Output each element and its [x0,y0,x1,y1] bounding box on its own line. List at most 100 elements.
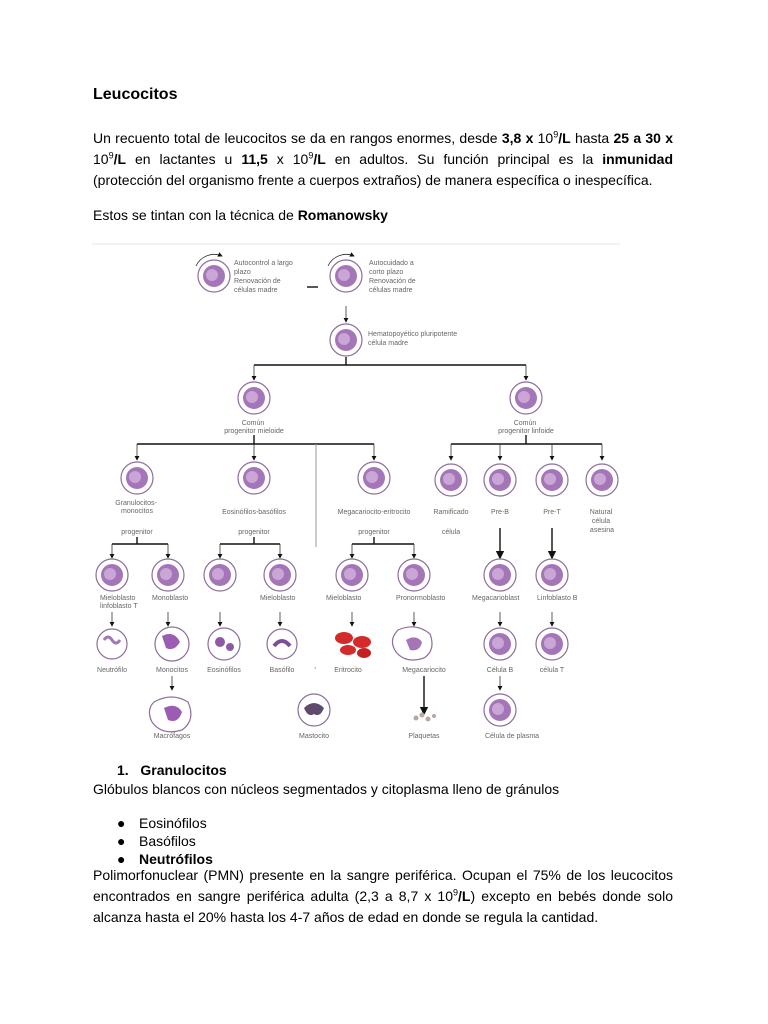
myeloblast-label: Mieloblasto [260,595,296,602]
nk-cell [585,463,619,497]
lymphoblast-b-cell [535,558,569,592]
superscript: 9 [308,150,314,161]
nk-label: Natural célula asesina [590,509,615,534]
pre-b-cell [483,463,517,497]
dendritic-cell [434,463,468,497]
neutrophil-cell [96,628,128,660]
mast-cell-label: Mastocito [299,733,329,740]
megakaryoblast-cell [483,558,517,592]
superscript: 9 [553,129,559,140]
apostrophe-mark: , [314,661,316,670]
b-cell [483,627,517,661]
gm-label: Granulocitos- monocitos [115,500,159,515]
eosinophils-label: Eosinófilos [207,667,241,674]
bold-run: 11,5 [241,151,268,167]
progenitor-label: progenitor [358,529,390,536]
platelets-cells [413,712,436,722]
myeloid-progenitor-cell [237,381,271,415]
megakaryocyte-label: Megacariocito [402,667,446,674]
list-item: ● Neutrófilos [93,850,213,868]
erythrocyte-label: Eritrocito [334,667,362,674]
lymphoid-progenitor-cell [509,381,543,415]
bold-run: /L [458,888,471,904]
macrophage-cell [148,696,192,733]
t-cell [535,627,569,661]
lymphoblast-b-label: Linfoblasto B [537,595,578,602]
list-item: ● Eosinófilos [93,814,213,832]
superscript: 9 [453,887,459,898]
myeloblast-me-cell [335,558,369,592]
bold-run: /L [313,151,326,167]
text-run: Polimorfonuclear (PMN) presente en la sa… [93,867,673,904]
myeloblast-eb2-cell [263,558,297,592]
text-run: (protección del organismo frente a cuerp… [93,172,653,188]
pre-b-label: Pre-B [491,509,509,516]
bullet-icon: ● [117,815,126,831]
text-run: 10 [93,151,109,167]
ramificado-label: Ramificado [433,509,468,516]
basophil-label: Basófilo [270,667,295,674]
hsc-short-term-cell [329,259,363,293]
granulocyte-list: ● Eosinófilos ● Basófilos ● Neutrófilos [93,814,213,868]
erythrocyte-cells [335,632,371,658]
text-run: x 10 [267,151,309,167]
hsc-long-term-cell [197,259,231,293]
text-run: hasta [570,130,614,146]
megakaryocyte-cell [391,626,433,661]
superscript: 9 [108,150,114,161]
section-title: Granulocitos [140,762,227,778]
celula-label: célula [442,529,460,536]
list-item-label: Basófilos [139,833,196,849]
bold-run: 25 a 30 x [613,130,674,146]
text-run: ) excepto en bebés donde solo alcanza ha… [93,888,673,925]
me-progenitor-cell [357,461,391,495]
platelets-label: Plaquetas [408,733,440,740]
myeloblast-label: Mieloblasto [326,595,362,602]
intro-paragraph: Un recuento total de leucocitos se da en… [93,128,673,191]
hematopoiesis-diagram: Autocontrol a largo plazo Renovación de … [92,243,620,740]
bullet-icon: ● [117,851,126,867]
myeloid-label: Común progenitor mieloide [224,420,284,435]
t-cell-label: célula T [540,667,565,674]
pronormoblast-cell [397,558,431,592]
granulocytes-description: Glóbulos blancos con núcleos segmentados… [93,781,560,797]
myeloblast-cell [95,558,129,592]
monoblast-label: Monoblasto [152,595,188,602]
bold-run: /L [113,151,127,167]
myeloblast-label: Mieloblasto linfoblasto T [100,595,138,610]
b-cell-label: Célula B [487,667,514,674]
text-run: Estos se tintan con la técnica de [93,207,298,223]
basophil-cell [266,628,298,660]
pre-t-label: Pre-T [543,509,561,516]
top-right-label: Autocuidado a corto plazo Renovación de … [369,260,418,294]
list-number: 1. [117,762,129,778]
mast-cell [297,693,331,727]
bold-run: inmunidad [602,151,673,167]
list-item-label: Neutrófilos [139,851,213,867]
neutrophil-label: Neutrófilo [97,667,127,674]
eb-label: Eosinófilos-basófilos [222,509,286,516]
text-run: Un recuento total de leucocitos se da en… [93,130,502,146]
macrophages-label: Macrófagos [154,733,191,740]
bullet-icon: ● [117,833,126,849]
page-title: Leucocitos [93,86,178,103]
pluripotent-stem-cell [329,323,363,357]
stain-paragraph: Estos se tintan con la técnica de Romano… [93,205,673,226]
text-run: 10 [533,130,554,146]
gm-progenitor-cell [120,461,154,495]
text-run: en lactantes u [126,151,242,167]
plasma-cell-label: Célula de plasma [485,733,539,740]
pmn-paragraph: Polimorfonuclear (PMN) presente en la sa… [93,865,673,928]
list-item-label: Eosinófilos [139,815,207,831]
bold-run: /L [558,130,571,146]
lymphoid-label: Común progenitor linfoide [498,420,554,435]
list-item: ● Basófilos [93,832,213,850]
progenitor-label: progenitor [238,529,270,536]
plasma-cell [483,693,517,727]
monocyte-cell [154,626,190,662]
me-label: Megacariocito-eritrocito [338,509,411,516]
monoblast-cell [151,558,185,592]
text-run: en adultos. Su función principal es la [325,151,603,167]
top-left-label: Autocontrol a largo plazo Renovación de … [234,260,295,294]
